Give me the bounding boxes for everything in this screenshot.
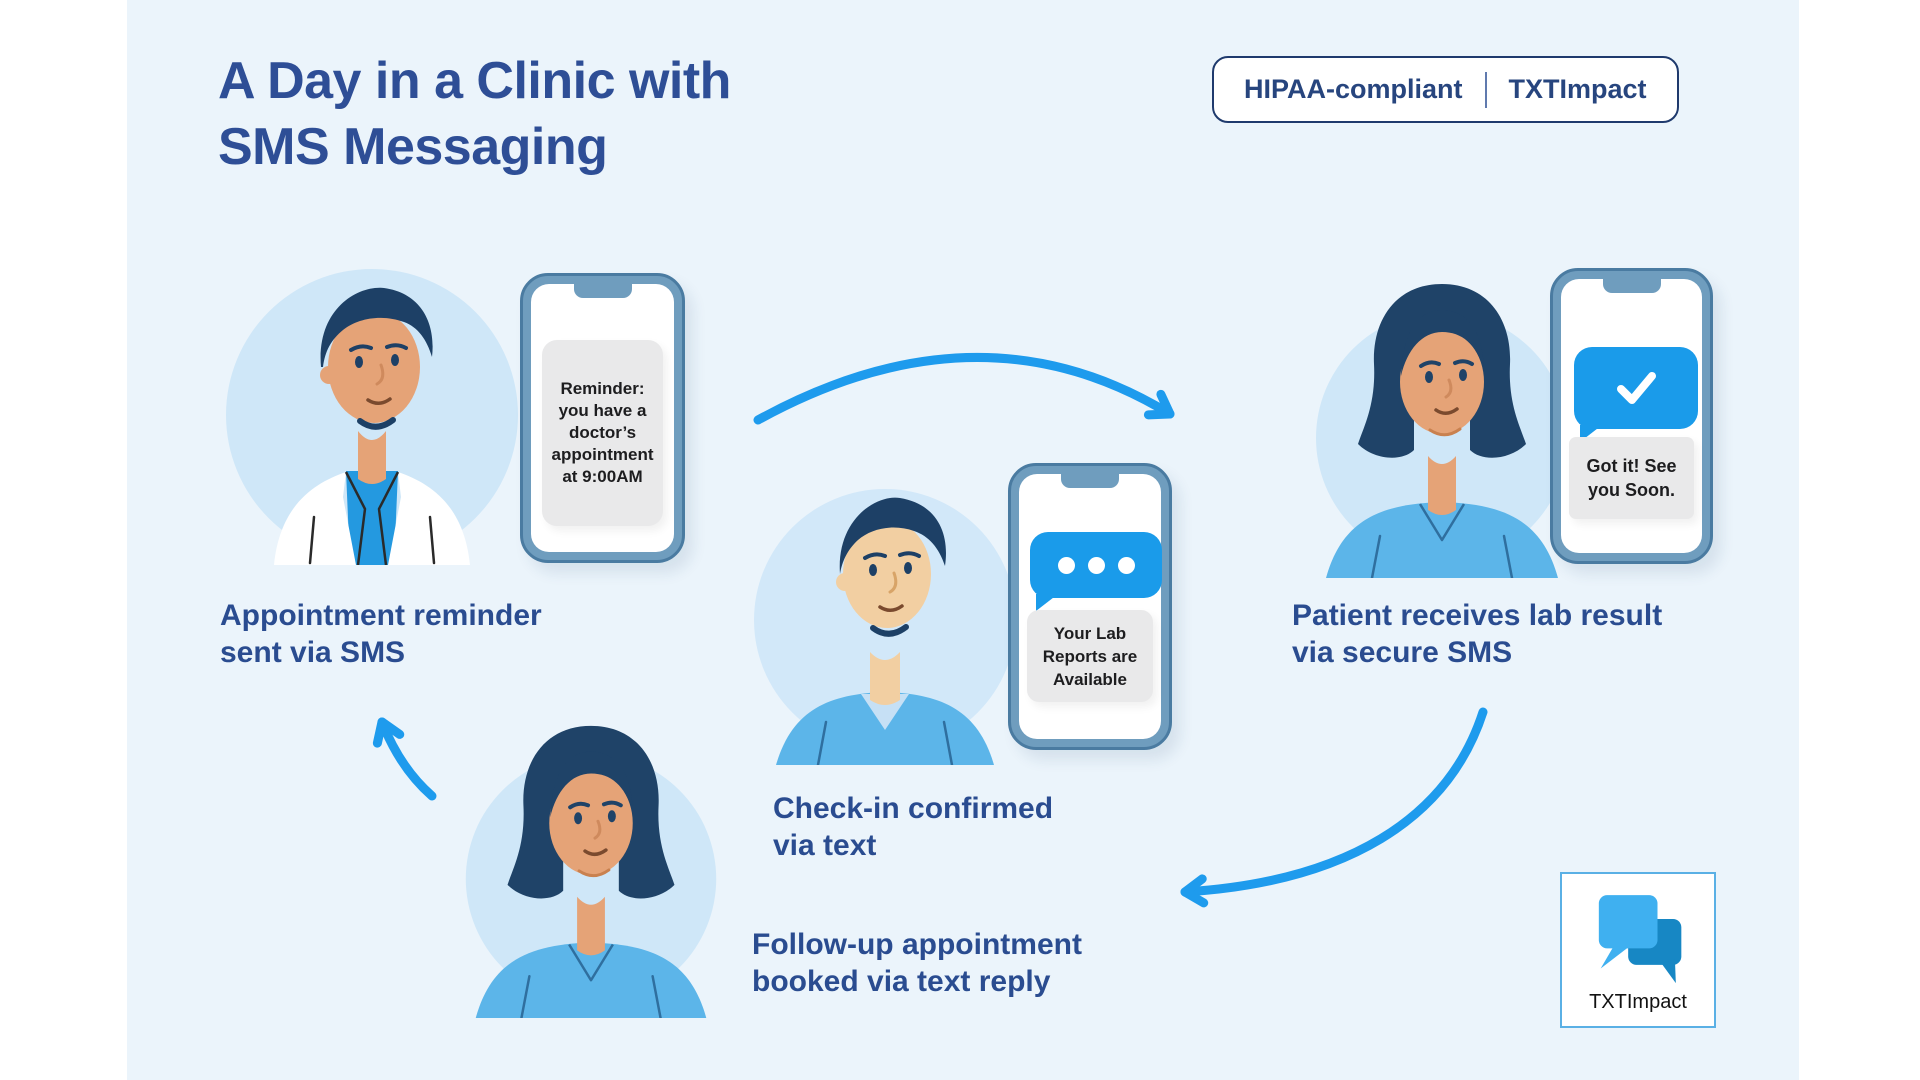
phone-notch [1061,473,1119,488]
chat-bubble-tail [1036,594,1058,611]
logo-label: TXTImpact [1589,991,1687,1013]
patient-followup-avatar [465,725,717,1018]
phone-notch [573,283,632,298]
brand-name: TXTImpact [1509,74,1647,105]
chat-bubble [1030,532,1162,611]
step2-caption: Check-in confirmed via text [773,792,1054,862]
checkmark-icon [1617,372,1656,404]
patient-lab-avatar [1316,284,1568,578]
hipaa-label: HIPAA-compliant [1244,74,1463,104]
sms-message-text: Got it! See you Soon. [1586,456,1677,500]
hipaa-compliance-badge: HIPAA-compliant TXTImpact [1212,56,1679,123]
brand-rest-part: Impact [1559,74,1647,104]
phone-lab-reports: Your Lab Reports are Available [1008,463,1172,750]
badge-divider [1484,71,1487,108]
sms-message-text: Your Lab Reports are Available [1042,623,1138,689]
sms-message-bubble: Your Lab Reports are Available [1027,610,1153,702]
sms-message-text: Reminder: you have a doctor’s appointmen… [551,379,654,486]
txtimpact-logo: TXTImpact [1560,872,1716,1028]
phone-appointment-reminder: Reminder: you have a doctor’s appointmen… [520,273,685,563]
phone-lab-confirmation: Got it! See you Soon. [1550,268,1713,564]
chat-bubble [1574,347,1698,442]
sms-message-bubble: Got it! See you Soon. [1569,437,1694,519]
phone-notch [1602,278,1661,293]
step4-caption: Follow-up appointment booked via text re… [752,928,1082,998]
page-title: A Day in a Clinic with SMS Messaging [218,52,731,176]
doctor-avatar [226,269,518,565]
overlapping-chat-bubbles-icon [1598,895,1682,984]
typing-dots-icon [1057,556,1135,574]
phone-screen: Got it! See you Soon. [1561,278,1702,553]
phone-screen: Reminder: you have a doctor’s appointmen… [531,283,674,552]
step1-caption: Appointment reminder sent via SMS [220,599,542,669]
sms-message-bubble: Reminder: you have a doctor’s appointmen… [542,340,663,526]
phone-screen: Your Lab Reports are Available [1019,473,1162,739]
brand-bold-part: TXT [1508,74,1560,104]
step3-caption: Patient receives lab result via secure S… [1292,599,1663,669]
patient-checkin-avatar [754,489,1016,765]
